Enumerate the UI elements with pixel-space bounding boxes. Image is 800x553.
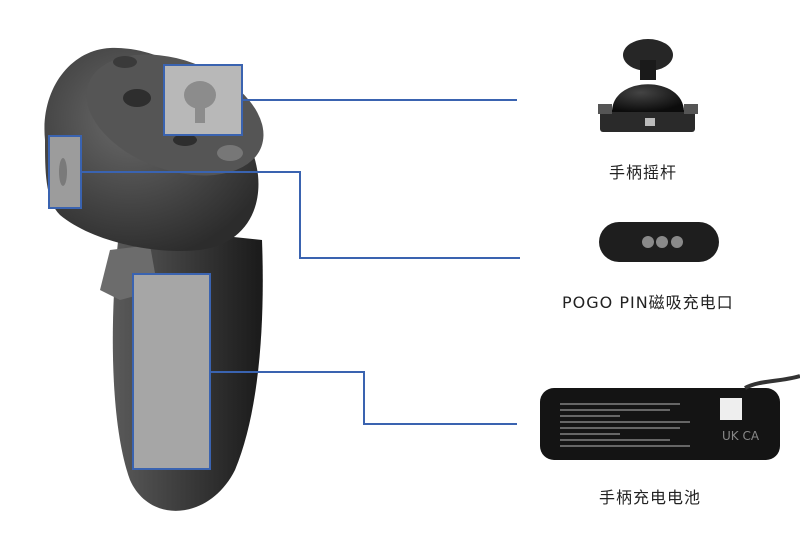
joystick-highlight-box [163,64,243,136]
battery-callout-line-h2 [363,423,517,425]
joystick-callout-line [243,99,517,101]
pogo-highlight-box [48,135,82,209]
battery-label: 手柄充电电池 [599,488,702,507]
pogo-pin-image [599,222,719,262]
pogo-callout-line-v [299,171,301,259]
svg-text:UK CA: UK CA [722,429,760,443]
joystick-label: 手柄摇杆 [609,163,678,182]
pogo-callout-line-h2 [299,257,520,259]
pogo-callout-line-h1 [82,171,301,173]
battery-image: UK CA [540,374,800,460]
battery-highlight-box [132,273,211,470]
pogo-label: POGO PIN磁吸充电口 [562,293,734,312]
battery-callout-line-h1 [211,371,365,373]
joystick-module-image [598,39,698,132]
battery-callout-line-v [363,371,365,425]
